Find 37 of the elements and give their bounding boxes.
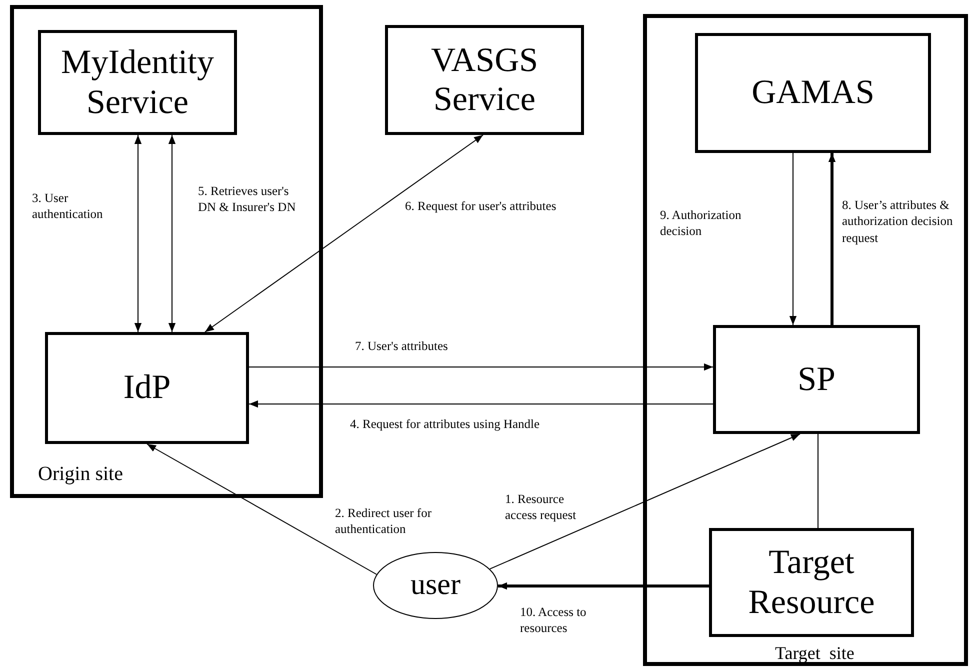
arrow <box>828 153 836 325</box>
arrow <box>248 363 714 371</box>
sp-box <box>713 325 920 434</box>
site-label: Target site <box>775 644 854 662</box>
node-label: Target Resource <box>747 543 876 622</box>
arrow <box>168 134 176 332</box>
edge-label: 5. Retrieves user's DN & Insurer's DN <box>198 183 297 216</box>
node-label: VASGS Service <box>430 40 540 120</box>
service-box <box>385 25 584 135</box>
edge-label: 6. Request for user's attributes <box>405 198 558 214</box>
edge-label: 9. Authorization decision <box>660 207 742 240</box>
site-label: Origin site <box>38 464 123 484</box>
edge-label: 2. Redirect user for authentication <box>335 505 432 538</box>
arrow <box>789 152 797 326</box>
arrow <box>134 134 142 332</box>
edge-label: 8. User’s attributes & authorization decision request <box>842 197 954 246</box>
edge-label: 4. Request for attributes using Handle <box>350 416 541 432</box>
node-label: GAMAS <box>750 73 876 113</box>
service-box <box>695 33 931 153</box>
edge-label: 7. User's attributes <box>355 338 449 354</box>
edge-label: 3. User authentication <box>32 190 104 222</box>
node-label: SP <box>796 360 836 400</box>
arrow <box>204 134 484 332</box>
idp-box <box>45 332 249 444</box>
node-label: MyIdentity Service <box>60 43 215 122</box>
arrow <box>248 400 714 408</box>
node-label: user <box>410 568 462 603</box>
arrow <box>498 582 709 590</box>
site-container <box>10 5 323 498</box>
edge-label: 10. Access to resources <box>520 604 588 636</box>
site-container <box>643 14 968 666</box>
edge-label: 1. Resource access request <box>505 491 578 524</box>
arrow <box>146 444 378 575</box>
service-box <box>38 30 237 135</box>
arrow <box>489 434 800 570</box>
resource-box <box>709 528 914 637</box>
node-label: IdP <box>122 368 172 408</box>
